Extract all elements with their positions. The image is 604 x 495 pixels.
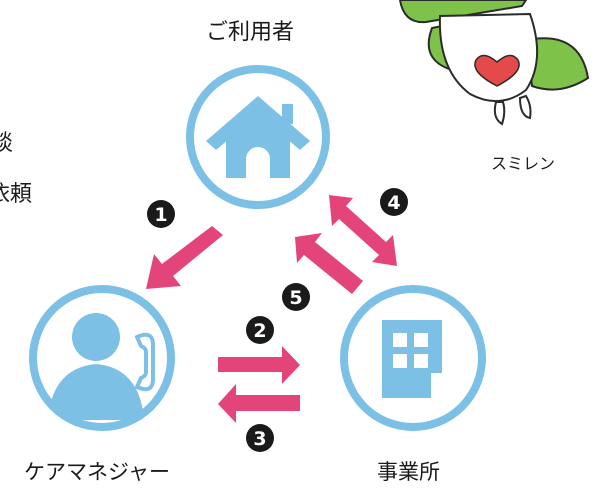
care-manager-label: ケアマネジャー: [24, 460, 170, 484]
user-node: [186, 65, 330, 209]
mascot-name-label: スミレン: [491, 154, 556, 173]
arrow-step-1: [146, 226, 223, 289]
svg-text:4: 4: [387, 192, 400, 214]
arrow-step-4: [329, 195, 397, 266]
house-icon: [206, 96, 310, 178]
person-phone-icon: [48, 313, 155, 420]
svg-text:3: 3: [253, 428, 266, 450]
left-text-fragment-2: 依頼: [0, 182, 33, 207]
svg-text:5: 5: [289, 287, 302, 309]
office-node: [340, 285, 486, 431]
arrow-step-5: [295, 233, 363, 294]
arrow-step-3: [218, 384, 300, 423]
step-badge-5: 5: [282, 283, 310, 311]
building-icon: [382, 320, 442, 398]
mascot-bird-icon: [398, 0, 590, 126]
arrow-step-2: [218, 346, 300, 384]
svg-text:1: 1: [154, 204, 167, 226]
svg-text:2: 2: [253, 320, 266, 342]
left-text-fragment-1: 談: [0, 131, 14, 156]
step-badge-4: 4: [380, 188, 408, 216]
step-badge-3: 3: [246, 424, 274, 452]
step-badge-1: 1: [147, 200, 175, 228]
care-manager-node: [29, 285, 175, 431]
user-label: ご利用者: [206, 20, 295, 45]
step-badge-2: 2: [246, 316, 274, 344]
office-label: 事業所: [377, 460, 440, 484]
